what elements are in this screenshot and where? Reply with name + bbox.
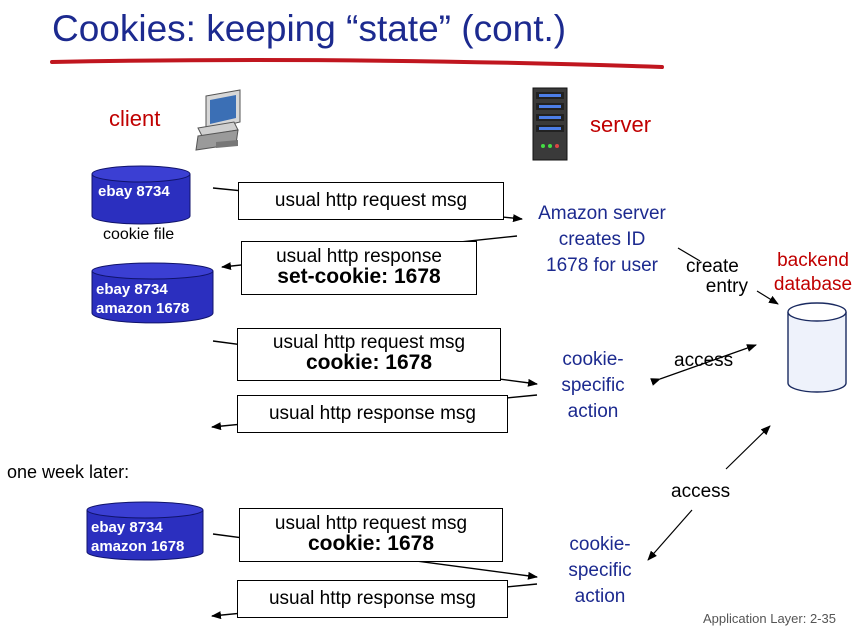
response-msg-1: usual http response set-cookie: 1678 — [241, 241, 477, 295]
cookie-action-2-line1: cookie- — [569, 534, 631, 555]
cookie-file-cylinder-3 — [86, 501, 204, 561]
server-label: server — [590, 112, 652, 137]
create-entry-line1: create — [686, 256, 739, 277]
cookie-action-1-line1: cookie- — [562, 349, 624, 370]
client-label: client — [109, 106, 161, 131]
database-cylinder-icon — [787, 302, 847, 393]
cookie-action-1-line3: action — [567, 401, 619, 422]
cookie-file-cylinder-1 — [91, 165, 191, 225]
request-msg-3-line1: usual http request msg — [274, 513, 468, 534]
response-msg-3-line: usual http response msg — [268, 588, 476, 609]
cookie-file-2-entry-1: ebay 8734 — [96, 281, 168, 298]
amazon-server-note-line2: creates ID — [558, 229, 646, 250]
backend-database-line1: backend — [777, 250, 849, 271]
access-label-1: access — [674, 350, 734, 371]
cookie-file-3-entry-1: ebay 8734 — [91, 519, 163, 536]
desktop-computer-icon — [195, 89, 241, 151]
arrow-access-2a — [725, 425, 771, 470]
cookie-file-cylinder-2 — [91, 262, 214, 324]
arrow-access-2b — [647, 509, 693, 561]
access-label-2: access — [671, 481, 731, 502]
amazon-server-note: Amazon server creates ID 1678 for user — [522, 201, 682, 279]
request-msg-1-line: usual http request msg — [274, 190, 468, 211]
response-msg-1-line1: usual http response — [276, 246, 442, 267]
cookie-file-label: cookie file — [103, 226, 175, 243]
cookie-action-2-line3: action — [574, 586, 626, 607]
request-msg-2-line1: usual http request msg — [272, 332, 466, 353]
server-tower-icon — [532, 87, 568, 161]
arrow-create-entry-b — [756, 290, 779, 305]
amazon-server-note-line3: 1678 for user — [546, 255, 658, 276]
request-msg-3: usual http request msg cookie: 1678 — [239, 508, 503, 562]
request-msg-2: usual http request msg cookie: 1678 — [237, 328, 501, 381]
cookie-action-2: cookie- specific action — [550, 532, 650, 610]
response-msg-2: usual http response msg — [237, 395, 508, 433]
request-msg-1: usual http request msg — [238, 182, 504, 220]
arrow-access-1 — [650, 344, 757, 386]
cookie-file-3-entry-2: amazon 1678 — [91, 538, 185, 555]
create-entry-line2: entry — [705, 276, 748, 297]
cookie-file-2-entry-2: amazon 1678 — [96, 300, 190, 317]
title-underline — [50, 57, 664, 69]
slide-footer: Application Layer: 2-35 — [703, 611, 836, 626]
response-msg-2-line: usual http response msg — [268, 403, 476, 424]
cookie-action-2-line2: specific — [568, 560, 632, 581]
response-msg-1-set-cookie: set-cookie: 1678 — [277, 265, 441, 288]
backend-database-label: backend database — [763, 249, 863, 297]
amazon-server-note-line1: Amazon server — [538, 203, 666, 224]
one-week-later-label: one week later: — [7, 462, 130, 482]
arrow-create-entry-a — [677, 247, 701, 262]
request-msg-2-cookie: cookie: 1678 — [305, 351, 433, 374]
slide-title: Cookies: keeping “state” (cont.) — [52, 8, 567, 49]
request-msg-3-cookie: cookie: 1678 — [307, 532, 435, 555]
cookie-file-1-entry: ebay 8734 — [98, 183, 170, 200]
cookie-action-1-line2: specific — [561, 375, 625, 396]
backend-database-line2: database — [773, 274, 853, 295]
response-msg-3: usual http response msg — [237, 580, 508, 618]
cookie-action-1: cookie- specific action — [543, 347, 643, 425]
create-entry-label: create entry — [686, 257, 748, 297]
